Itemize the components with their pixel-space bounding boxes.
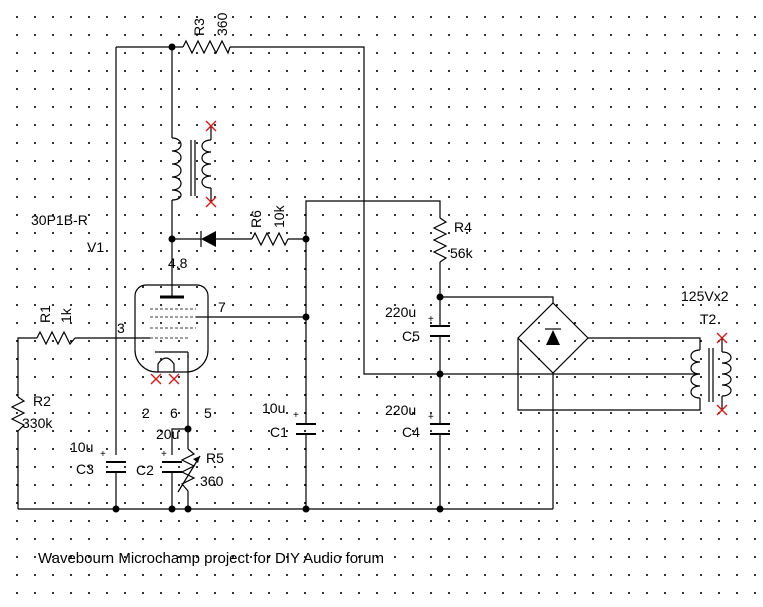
power-transformer-t2[interactable]	[690, 338, 732, 410]
resistor-r3[interactable]	[182, 39, 231, 55]
r6-value-label: 10k	[271, 204, 287, 228]
c5-plus-sign: +	[428, 314, 434, 325]
junction-dot	[168, 235, 176, 243]
r3-ref-label: R3	[191, 18, 207, 36]
junction-dot	[436, 293, 444, 301]
wire-r3-to-center	[230, 46, 700, 375]
r2-ref-label: R2	[33, 393, 51, 409]
r4-ref-label: R4	[454, 219, 472, 235]
r6-ref-label: R6	[248, 210, 264, 228]
c4-value-label: 220u	[385, 402, 416, 418]
output-transformer[interactable]	[171, 126, 212, 202]
c2-plus-sign: +	[161, 449, 167, 460]
wires	[17, 46, 701, 510]
junction-dots	[112, 43, 444, 513]
pin-label-7: 7	[218, 299, 226, 315]
capacitor-c3[interactable]	[106, 461, 126, 473]
r1-ref-label: R1	[37, 305, 53, 323]
capacitor-c1[interactable]	[296, 423, 316, 435]
capacitor-c4[interactable]	[430, 423, 450, 435]
nc-marker	[716, 332, 728, 344]
r4-value-label: 56k	[450, 245, 474, 261]
diode[interactable]	[200, 231, 216, 247]
resistor-r5[interactable]	[177, 448, 201, 493]
capacitor-c5[interactable]	[430, 325, 450, 337]
c3-plus-sign: +	[100, 449, 106, 460]
tube-ref-label: V1	[87, 239, 104, 255]
nc-marker	[150, 373, 162, 385]
resistor-r1[interactable]	[36, 330, 76, 346]
c3-value-label: 10u	[70, 439, 93, 455]
wire-grid	[17, 337, 150, 393]
junction-dot	[302, 313, 310, 321]
nc-marker	[205, 196, 217, 208]
pin-label-5: 5	[204, 405, 212, 421]
nc-marker	[205, 120, 217, 132]
wire-cathode	[171, 355, 189, 509]
c2-ref-label: C2	[136, 462, 154, 478]
wire-bridge-ac-left	[517, 338, 701, 411]
wire-bridge-plus	[440, 296, 554, 303]
r5-value-label: 360	[200, 473, 224, 489]
pin-label-6: 6	[170, 405, 178, 421]
caption: Wavebourn Microchamp project for DIY Aud…	[38, 550, 384, 567]
resistor-r6[interactable]	[251, 231, 289, 247]
vacuum-tube-v1[interactable]	[134, 283, 209, 373]
resistor-r2[interactable]	[10, 396, 26, 432]
junction-dot	[436, 370, 444, 378]
r2-value-label: 330k	[22, 415, 53, 431]
nc-markers	[150, 120, 728, 416]
resistor-r4[interactable]	[432, 217, 448, 263]
wire-r4-feed	[305, 200, 441, 297]
junction-dot	[184, 505, 192, 513]
junction-dot	[112, 505, 120, 513]
bridge-rectifier[interactable]	[517, 302, 589, 374]
t2-ref-label: T2	[700, 311, 717, 327]
junction-dot	[168, 43, 176, 51]
r1-value-label: 1k	[58, 307, 74, 323]
pin-label-4-8: 4,8	[168, 255, 188, 271]
c4-plus-sign: +	[428, 412, 434, 423]
c4-ref-label: C4	[402, 424, 420, 440]
nc-marker	[716, 404, 728, 416]
c1-value-label: 10u	[262, 400, 285, 416]
junction-dot	[184, 425, 192, 433]
capacitor-c2[interactable]	[162, 461, 182, 473]
c1-plus-sign: +	[293, 410, 299, 421]
junction-dot	[168, 505, 176, 513]
c2-value-label: 20u	[156, 426, 179, 442]
c3-ref-label: C3	[76, 461, 94, 477]
c1-ref-label: C1	[270, 424, 288, 440]
tube-type-label: 30P1B-R	[31, 212, 88, 228]
nc-marker	[168, 373, 180, 385]
junction-dot	[436, 505, 444, 513]
junction-dot	[302, 505, 310, 513]
t2-value-label: 125Vx2	[681, 288, 729, 304]
c5-value-label: 220u	[385, 304, 416, 320]
junction-dot	[302, 235, 310, 243]
pin-label-2: 2	[142, 405, 150, 421]
pin-label-3: 3	[117, 320, 125, 336]
wire-bridge-ac-right	[588, 337, 701, 350]
r5-ref-label: R5	[206, 450, 224, 466]
c5-ref-label: C5	[402, 328, 420, 344]
r3-value-label: 360	[214, 12, 230, 36]
